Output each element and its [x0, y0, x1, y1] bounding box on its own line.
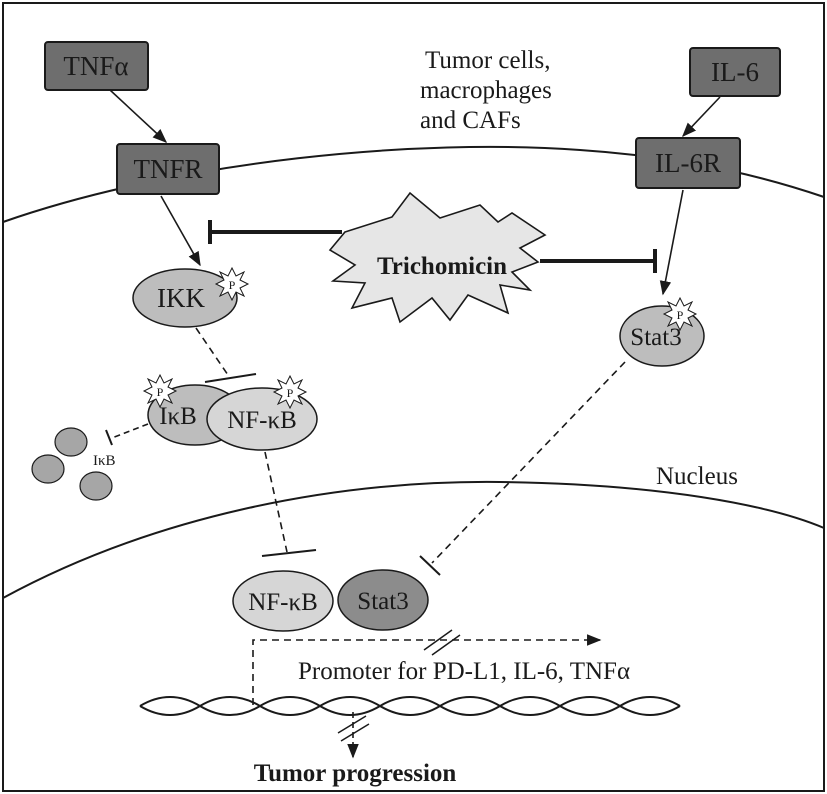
promoter-label: Promoter for PD-L1, IL-6, TNFα: [298, 658, 630, 685]
ikk-phospho-icon: [214, 266, 250, 302]
stat3-phospho-label: P: [677, 308, 684, 322]
transcription-break-1: [423, 629, 453, 651]
ikk-label: IKK: [157, 283, 205, 313]
trichomicin-label: Trichomicin: [377, 253, 507, 280]
ikb-label: IκB: [159, 403, 197, 430]
degraded-fragment-1: [54, 427, 88, 457]
nuclear-stat3-protein: [337, 569, 429, 631]
degraded-fragment-2: [31, 454, 65, 484]
ikb-phospho-icon: [142, 373, 178, 409]
outcome-label: Tumor progression: [254, 760, 457, 787]
ikb-phospho-label: P: [157, 385, 164, 399]
il6-to-il6r-arrow: [682, 96, 721, 138]
il6r-box: [635, 137, 741, 189]
stat3-phospho-icon: [662, 296, 698, 332]
tnfr-box: [116, 143, 220, 195]
degraded-fragment-3: [79, 471, 113, 501]
dna-strand-2: [139, 696, 681, 716]
nfkb-phospho-label: P: [287, 386, 294, 400]
cell-types-line2: macrophages: [420, 77, 552, 104]
tnfa-to-tnfr-arrow: [109, 89, 168, 143]
nfkb-phospho-icon: [272, 374, 308, 410]
nfkb-label: NF-κB: [227, 407, 297, 434]
ikb-degraded-label: IκB: [93, 453, 116, 469]
stat3-translocation-bar: [419, 555, 441, 576]
cell-types-line1: Tumor cells,: [425, 47, 550, 74]
tnfr-to-ikk-arrow: [160, 195, 201, 267]
ikb-degradation-bar: [105, 429, 113, 446]
tnfa-box: [44, 41, 149, 91]
ikk-protein: [132, 268, 238, 328]
il6r-to-stat3-arrow: [659, 189, 684, 296]
il6-box: [689, 47, 781, 97]
stat3-label: Stat3: [630, 324, 681, 351]
nuclear-nfkb-label: NF-κB: [248, 589, 318, 616]
transcription-break-2: [431, 634, 461, 656]
nuclear-membrane: [2, 480, 825, 599]
ikk-to-ikb-bar: [204, 373, 257, 383]
trichomicin-burst: [328, 191, 547, 324]
nfkb-translocation-dash: [264, 451, 288, 553]
tnfa-label: TNFα: [63, 51, 128, 81]
transcription-arrow: [252, 634, 602, 705]
tnfr-label: TNFR: [133, 154, 202, 184]
progression-break-1: [337, 715, 367, 734]
nuclear-nfkb-protein: [232, 570, 334, 632]
il6r-label: IL-6R: [655, 148, 721, 178]
dna-strand-1: [139, 696, 681, 716]
nucleus-label: Nucleus: [656, 463, 738, 490]
ikb-degradation-dash: [111, 423, 149, 439]
cell-types-line3: and CAFs: [420, 107, 521, 134]
il6-label: IL-6: [711, 57, 759, 87]
nfkb-translocation-bar: [261, 549, 317, 557]
progression-break-2: [340, 723, 370, 742]
stat3-translocation-dash: [431, 361, 626, 564]
nuclear-stat3-label: Stat3: [357, 588, 408, 615]
ikk-phospho-label: P: [229, 278, 236, 292]
ikk-to-ikb-dash: [195, 327, 231, 379]
